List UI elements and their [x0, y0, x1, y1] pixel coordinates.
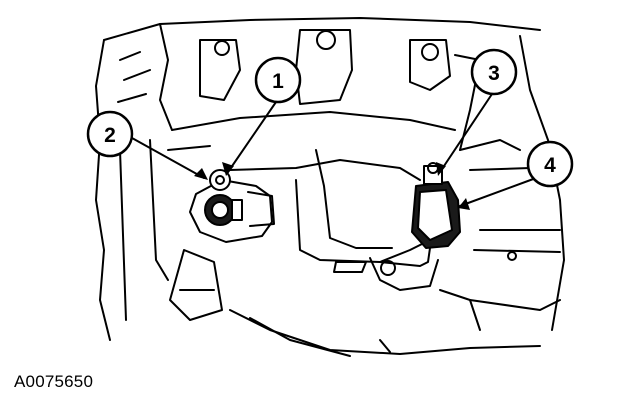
callout-1-label: 1 — [272, 70, 284, 93]
callout-3: 3 — [470, 48, 518, 96]
callout-4-label: 4 — [544, 154, 556, 177]
callout-3-label: 3 — [488, 62, 500, 85]
callout-1: 1 — [254, 56, 302, 104]
transmission-case-top — [95, 17, 565, 341]
transmission-lower-housing — [229, 149, 541, 357]
callout-arrowheads — [194, 162, 470, 210]
output-speed-sensor — [379, 162, 461, 267]
callout-2-label: 2 — [104, 124, 116, 147]
transmission-case-ribs — [119, 111, 561, 321]
figure-id-label: A0075650 — [14, 372, 94, 391]
callout-4: 4 — [526, 140, 574, 188]
callout-2: 2 — [86, 110, 134, 158]
callout-leaders — [131, 93, 537, 207]
input-speed-sensor — [189, 169, 275, 243]
